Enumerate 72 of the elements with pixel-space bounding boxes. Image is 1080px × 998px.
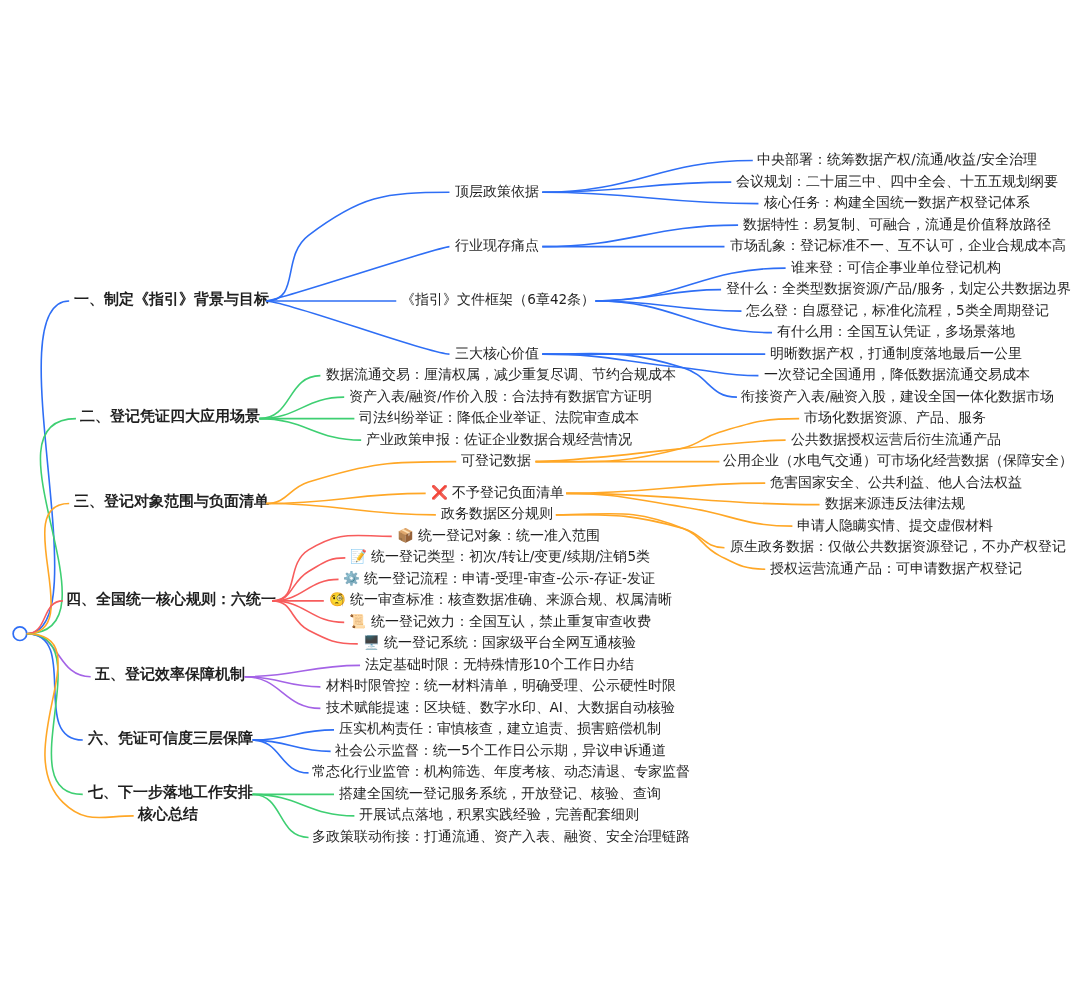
node-text: 市场乱象：登记标准不一、互不认可，企业合规成本高 [729, 237, 1066, 254]
node-text: 搭建全国统一登记服务系统，开放登记、核验、查询 [339, 784, 662, 801]
node-text: 衔接资产入表/融资入股，建设全国一体化数据市场 [741, 387, 1055, 404]
node-text: 多政策联动衔接：打通流通、资产入表、融资、安全治理链路 [311, 827, 690, 844]
connector [541, 245, 726, 248]
node-text: 🧐 统一审查标准：核查数据准确、来源合规、权属清晰 [328, 591, 673, 608]
node-text: 社会公示监督：统一5个工作日公示期，异议申诉通道 [335, 741, 666, 758]
node-text: 🖥 统一登记系统：国家级平台全网互通核验 [362, 634, 637, 651]
node-text: 压实机构责任：审慎核查，建立追责、损害赔偿机制 [339, 720, 662, 737]
node-text: 四、全国统一核心规则：六统一 [66, 589, 277, 607]
node-text: ❌ 不予登记负面清单 [430, 483, 565, 500]
node-text: 授权运营流通产品：可申请数据产权登记 [770, 559, 1023, 576]
connector [594, 300, 773, 334]
node-text: 常态化行业监管：机构筛选、年度考核、动态清退、专家监督 [311, 763, 690, 780]
node-text: 产业政策申报：佐证企业数据合规经营情况 [366, 430, 633, 447]
connector [565, 492, 794, 527]
node-text: 📝 统一登记类型：初次/转让/变更/续期/注销5类 [349, 548, 651, 565]
node-text: 资产入表/融资/作价入股：合法持有数据官方证明 [348, 387, 652, 404]
connector [265, 300, 451, 355]
node-text: 数据特性：易复制、可融合，流通是价值释放路径 [743, 215, 1052, 232]
node-text: 📜 统一登记效力：全国互认，禁止重复审查收费 [349, 612, 651, 629]
connector [541, 191, 760, 205]
connector [541, 224, 739, 248]
node-text: 数据来源违反法律法规 [824, 495, 965, 512]
node-text: 三、登记对象范围与负面清单 [73, 492, 269, 510]
connector [243, 675, 322, 710]
node-text: 明晰数据产权，打通制度落地最后一公里 [770, 344, 1023, 361]
node-circle [12, 626, 28, 642]
node-text: 行业现存痛点 [454, 237, 539, 254]
connector [534, 460, 721, 463]
node-text: 中央部署：统筹数据产权/流通/收益/安全治理 [757, 151, 1038, 168]
node-text: 法定基础时限：无特殊情形10个工作日办结 [364, 655, 634, 672]
node-text: 公用企业（水电气交通）可市场化经营数据（保障安全） [722, 452, 1073, 469]
node-text: 顶层政策依据 [454, 182, 539, 199]
node-text: 📦 统一登记对象：统一准入范围 [396, 526, 601, 543]
node-text: 危害国家安全、公共利益、他人合法权益 [770, 473, 1023, 490]
node-text: 市场化数据资源、产品、服务 [804, 409, 987, 426]
node-text: 原生政务数据：仅做公共数据资源登记，不办产权登记 [729, 538, 1066, 555]
connector [265, 502, 437, 516]
node-text: 怎么登：自愿登记，标准化流程，5类全周期登记 [745, 301, 1049, 318]
node-text: 五、登记效率保障机制 [95, 665, 246, 683]
connector [251, 739, 310, 774]
connector [258, 417, 362, 441]
node-text: 一、制定《指引》背景与目标 [73, 289, 269, 307]
node-text: 核心任务：构建全国统一数据产权登记体系 [763, 194, 1030, 211]
node-text: 二、登记凭证四大应用场景 [80, 407, 261, 425]
node-text: 登什么：全类型数据资源/产品/服务，划定公共数据边界 [725, 280, 1071, 297]
node-text: 申请人隐瞒实情、提交虚假材料 [797, 516, 994, 533]
node-text: 会议规划：二十届三中、四中全会、十五五规划纲要 [736, 172, 1059, 189]
connector [251, 793, 310, 839]
node-text: 数据流通交易：厘清权属，减少重复尽调、节约合规成本 [325, 366, 676, 383]
node-text: 司法纠纷举证：降低企业举证、法院审查成本 [359, 409, 640, 426]
node-text: 谁来登：可信企事业单位登记机构 [790, 258, 1001, 275]
node-text: 材料时限管控：统一材料清单，明确受理、公示硬性时限 [325, 677, 676, 694]
node-text: 政务数据区分规则 [440, 505, 553, 522]
node-text: 六、凭证可信度三层保障 [87, 728, 253, 746]
node-text: 开展试点落地，积累实践经验，完善配套细则 [359, 806, 640, 823]
node-text: 公共数据授权运营后衍生流通产品 [790, 430, 1001, 447]
node-text: 可登记数据 [461, 452, 532, 469]
connector [534, 417, 800, 463]
connector [534, 439, 787, 463]
connector [541, 352, 738, 398]
node-text: 《指引》文件框架（6章42条） [401, 291, 596, 308]
node-text: 有什么用：全国互认凭证，多场景落地 [777, 323, 1016, 340]
connector [271, 600, 359, 645]
node-text: 三大核心价值 [454, 344, 539, 361]
node-text: 七、下一步落地工作安排 [87, 783, 253, 801]
node-text: 技术赋能提速：区块链、数字水印、AI、大数据自动核验 [325, 698, 675, 715]
node-text: 一次登记全国通用，降低数据流通交易成本 [763, 366, 1030, 383]
node-text: ⚙ 统一登记流程：申请-受理-审查-公示-存证-发证 [343, 569, 655, 586]
connector [555, 512, 766, 570]
node-text: 核心总结 [138, 804, 199, 822]
